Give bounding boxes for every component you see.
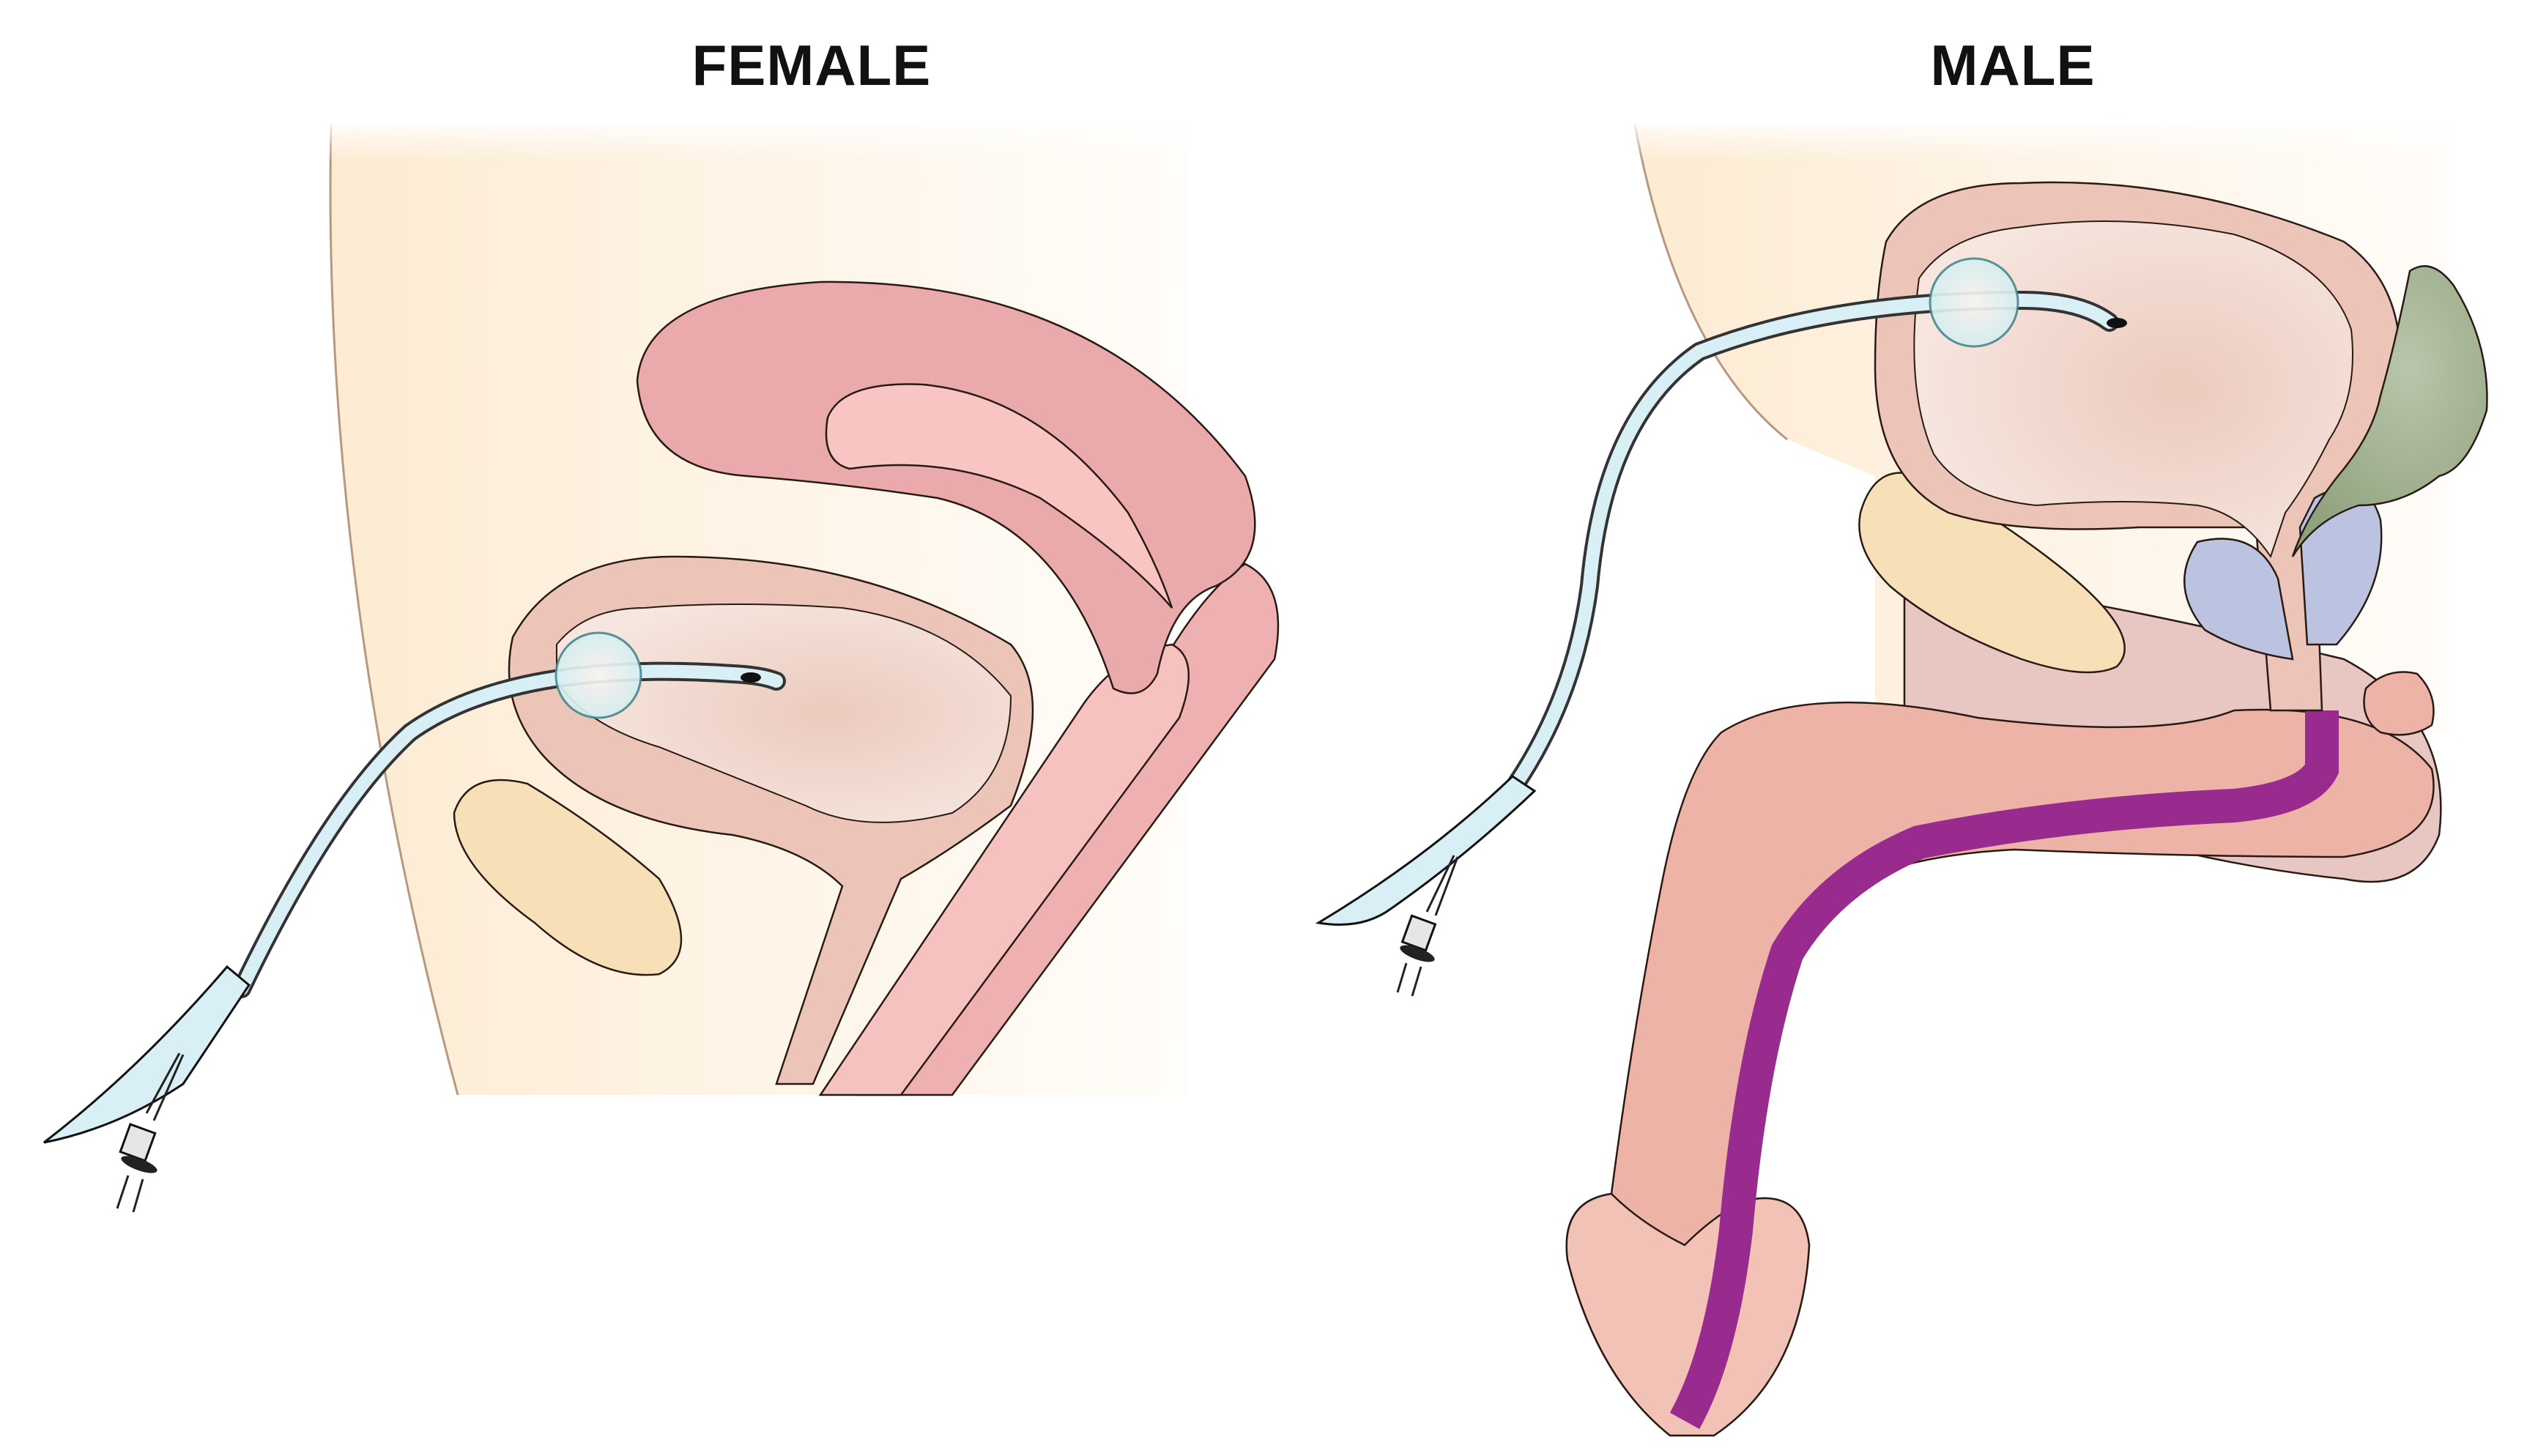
male-prostate [2183,538,2294,661]
male-urethra [1669,710,2339,1430]
female-uterus [636,281,1256,694]
female-diagram [43,117,1280,1213]
male-bulb-gland [2363,671,2435,736]
male-catheter-funnel [1315,775,1537,926]
female-catheter-drain-eye [741,672,761,683]
female-uterine-cavity [825,383,1173,609]
female-bladder-lumen [556,603,1012,823]
female-catheter-funnel [43,965,251,1144]
male-catheter-drain-eye [2107,318,2127,328]
female-pubic-bone [453,779,683,976]
male-panel-title: MALE [1930,33,2096,97]
male-balloon-port-valve [1396,855,1459,997]
female-balloon-port-valve [116,1052,185,1213]
male-catheter-balloon [1929,257,2019,348]
female-catheter-balloon [554,631,642,719]
male-diagram [1315,117,2505,1437]
male-seminal-vesicle [2291,265,2488,557]
female-panel-title: FEMALE [691,33,932,97]
